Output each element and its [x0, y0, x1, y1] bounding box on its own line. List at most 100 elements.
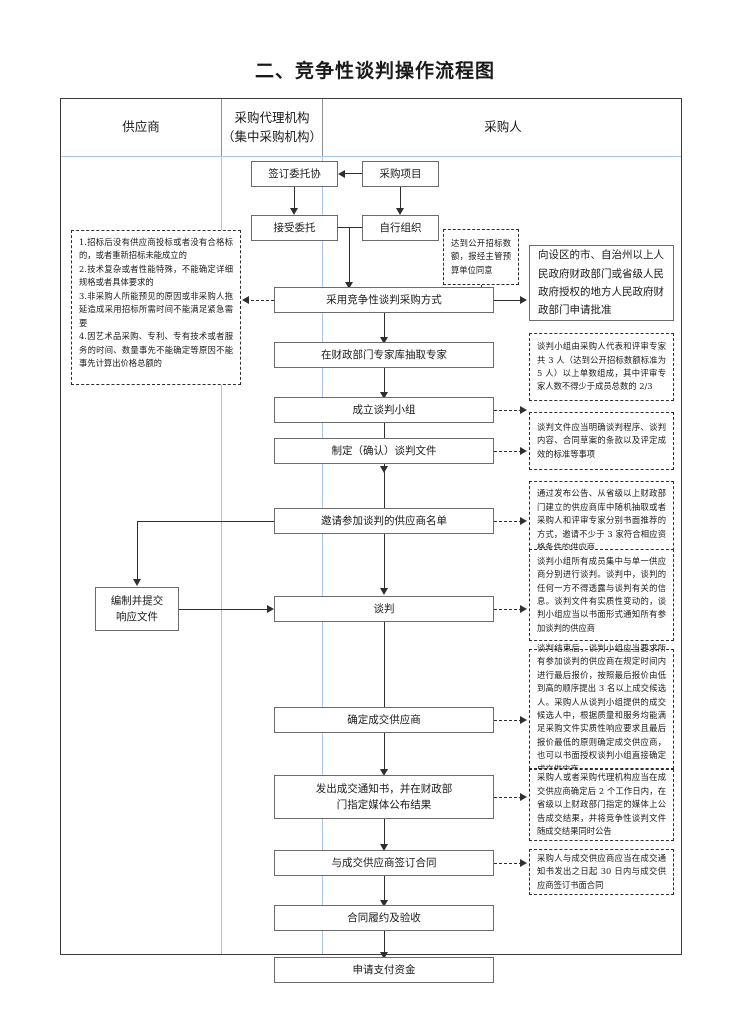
- note-conditions-item-1: 1.招标后没有供应商投标或者没有合格标的，或者重新招标未能成立的: [79, 237, 233, 261]
- conn-adopt-to-experts: [384, 313, 386, 339]
- arrow-negotiate-to-note: [520, 605, 527, 613]
- note-conditions-item-2: 2.技术复杂或者性能特殊，不能确定详细规格或者具体要求的: [79, 263, 233, 288]
- lane-title-supplier-label: 供应商: [122, 119, 160, 135]
- arrow-join-to-adopt: [345, 282, 353, 289]
- lane-title-buyer: 采购人: [323, 99, 683, 156]
- conn-adopt-to-approval: [494, 300, 522, 302]
- node-prepare-response-line2: 响应文件: [116, 611, 158, 623]
- flowchart-frame: 供应商 采购代理机构 （集中采购机构） 采购人 签订委托协 采购项目 接受委托 …: [60, 98, 683, 983]
- note-conditions-item-3: 3.非采购人所能预见的原因或非采购人拖延造成采用招标所需时间不能满足紧急需要: [79, 290, 233, 328]
- node-determine-supplier[interactable]: 确定成交供应商: [274, 707, 494, 733]
- lane-header-separator-2: [322, 99, 323, 156]
- arrow-experts-to-group: [380, 392, 388, 399]
- conn-group-to-note: [494, 410, 522, 411]
- lane-header-separator-1: [221, 99, 222, 156]
- lane-title-agency-label: 采购代理机构: [234, 109, 310, 125]
- conn-documents-to-note: [494, 451, 522, 452]
- conn-invite-to-note: [494, 521, 522, 522]
- arrow-determine-to-note: [520, 716, 527, 724]
- arrow-documents-to-note: [520, 447, 527, 455]
- conn-project-to-self: [400, 187, 402, 210]
- lane-title-agency: 采购代理机构 （集中采购机构）: [222, 99, 322, 156]
- conn-negotiate-to-determine: [384, 622, 386, 712]
- node-issue-notice-line2: 门指定媒体公布结果: [336, 799, 432, 811]
- conn-notice-to-note: [494, 797, 522, 798]
- arrow-adopt-to-approval: [520, 296, 527, 304]
- conn-response-to-negotiate: [179, 609, 270, 611]
- node-sign-entrust[interactable]: 签订委托协: [251, 161, 338, 187]
- lane-header-rule: [61, 156, 681, 157]
- conn-determine-to-note: [494, 720, 522, 721]
- note-conditions-item-4: 4.因艺术品采购、专利、专有技术或者服务的时间、数量事先不能确定等原因不能事先计…: [79, 331, 233, 368]
- note-threshold-text: 达到公开招标数额，报经主管预算单位同意: [451, 237, 511, 275]
- node-form-group[interactable]: 成立谈判小组: [274, 397, 494, 423]
- node-purchase-project[interactable]: 采购项目: [362, 161, 439, 187]
- note-announce-result: 采购人或者采购代理机构应当在成交供应商确定后 2 个工作日内，在省级以上财政部门…: [529, 769, 674, 841]
- node-prepare-response[interactable]: 编制并提交 响应文件: [95, 587, 179, 631]
- note-negotiation-rules-text: 谈判小组所有成员集中与单一供应商分别进行谈判。谈判中，谈判的任何一方不得透露与谈…: [537, 555, 666, 633]
- note-final-quote-rules: 谈判结束后，谈判小组应当要求所有参加谈判的供应商在规定时间内进行最后报价，按照最…: [529, 643, 674, 774]
- conn-determine-to-notice: [384, 733, 386, 771]
- arrow-perform-to-payment: [380, 952, 388, 959]
- conn-contract-to-perform: [384, 876, 386, 902]
- node-issue-notice[interactable]: 发出成交通知书，并在财政部 门指定媒体公布结果: [274, 775, 494, 819]
- node-make-documents[interactable]: 制定（确认）谈判文件: [274, 438, 494, 464]
- node-apply-approval[interactable]: 向设区的市、自治州以上人民政府财政部门或省级人民政府授权的地方人民政府财政部门申…: [529, 245, 674, 321]
- node-negotiate[interactable]: 谈判: [274, 596, 494, 622]
- arrow-group-to-documents: [380, 466, 388, 473]
- node-prepare-response-line1: 编制并提交: [110, 594, 164, 607]
- note-invite-method: 通过发布公告、从省级以上财政部门建立的供应商库中随机抽取或者采购人和评审专家分别…: [529, 481, 674, 561]
- conn-perform-to-payment: [384, 931, 386, 954]
- node-apply-payment[interactable]: 申请支付资金: [274, 957, 494, 983]
- conn-project-to-sign: [344, 173, 362, 175]
- arrow-invite-to-negotiate: [380, 588, 388, 595]
- arrow-sign-to-accept: [290, 208, 298, 215]
- arrow-adopt-to-conditions: [242, 296, 249, 304]
- note-announce-result-text: 采购人或者采购代理机构应当在成交供应商确定后 2 个工作日内，在省级以上财政部门…: [537, 772, 666, 837]
- note-threshold: 达到公开招标数额，报经主管预算单位同意: [443, 229, 519, 285]
- arrow-adopt-to-experts: [380, 337, 388, 344]
- conn-experts-to-group: [384, 368, 386, 394]
- lane-title-agency-sublabel: （集中采购机构）: [222, 128, 323, 144]
- conn-invite-to-negotiate: [384, 534, 386, 590]
- conn-negotiate-to-note: [494, 609, 522, 610]
- arrow-group-to-note: [520, 406, 527, 414]
- lane-title-supplier: 供应商: [61, 99, 221, 156]
- arrow-notice-to-note: [520, 793, 527, 801]
- note-final-quote-rules-text: 谈判结束后，谈判小组应当要求所有参加谈判的供应商在规定时间内进行最后报价，按照最…: [537, 642, 666, 774]
- node-draw-experts[interactable]: 在财政部门专家库抽取专家: [274, 342, 494, 368]
- conn-invite-to-supplier: [137, 521, 274, 523]
- node-sign-contract[interactable]: 与成交供应商签订合同: [274, 850, 494, 876]
- lane-separator-1: [221, 99, 222, 954]
- arrow-supplier-drop: [133, 579, 141, 586]
- node-issue-notice-line1: 发出成交通知书，并在财政部: [315, 782, 453, 795]
- note-group-composition-text: 谈判小组由采购人代表和评审专家共 3 人（达到公开招标数额标准为 5 人）以上单…: [537, 341, 666, 392]
- note-group-composition: 谈判小组由采购人代表和评审专家共 3 人（达到公开招标数额标准为 5 人）以上单…: [529, 333, 674, 401]
- conn-contract-to-note: [494, 863, 522, 864]
- node-accept-entrust[interactable]: 接受委托: [251, 215, 338, 241]
- note-documents-content: 谈判文件应当明确谈判程序、谈判内容、合同草案的条款以及评定成效的标准等事项: [529, 412, 674, 470]
- note-documents-content-text: 谈判文件应当明确谈判程序、谈判内容、合同草案的条款以及评定成效的标准等事项: [537, 421, 666, 459]
- conn-documents-to-invite: [384, 464, 386, 515]
- arrow-contract-to-note: [520, 859, 527, 867]
- node-invite-list[interactable]: 邀请参加谈判的供应商名单: [274, 508, 494, 534]
- arrow-project-to-sign: [338, 169, 345, 178]
- node-self-organize[interactable]: 自行组织: [362, 215, 439, 241]
- arrow-response-to-negotiate: [267, 605, 274, 613]
- note-contract-deadline: 采购人与成交供应商应当在成交通知书发出之日起 30 日内与成交供应商签订书面合同: [529, 849, 674, 895]
- arrow-determine-to-notice: [380, 769, 388, 776]
- note-negotiation-rules: 谈判小组所有成员集中与单一供应商分别进行谈判。谈判中，谈判的任何一方不得透露与谈…: [529, 549, 674, 641]
- note-conditions: 1.招标后没有供应商投标或者没有合格标的，或者重新招标未能成立的 2.技术复杂或…: [71, 230, 241, 385]
- arrow-notice-to-contract: [380, 844, 388, 851]
- arrow-project-to-self: [396, 208, 404, 215]
- page-title: 二、竞争性谈判操作流程图: [254, 60, 495, 82]
- node-adopt-method[interactable]: 采用竞争性谈判采购方式: [274, 287, 494, 313]
- lane-title-buyer-label: 采购人: [484, 119, 522, 135]
- node-contract-perform[interactable]: 合同履约及验收: [274, 905, 494, 931]
- conn-sign-to-accept: [294, 187, 296, 210]
- note-contract-deadline-text: 采购人与成交供应商应当在成交通知书发出之日起 30 日内与成交供应商签订书面合同: [537, 852, 666, 890]
- conn-adopt-to-conditions: [251, 300, 274, 301]
- conn-supplier-drop: [137, 521, 139, 581]
- note-invite-method-text: 通过发布公告、从省级以上财政部门建立的供应商库中随机抽取或者采购人和评审专家分别…: [537, 488, 666, 553]
- arrow-contract-to-perform: [380, 900, 388, 907]
